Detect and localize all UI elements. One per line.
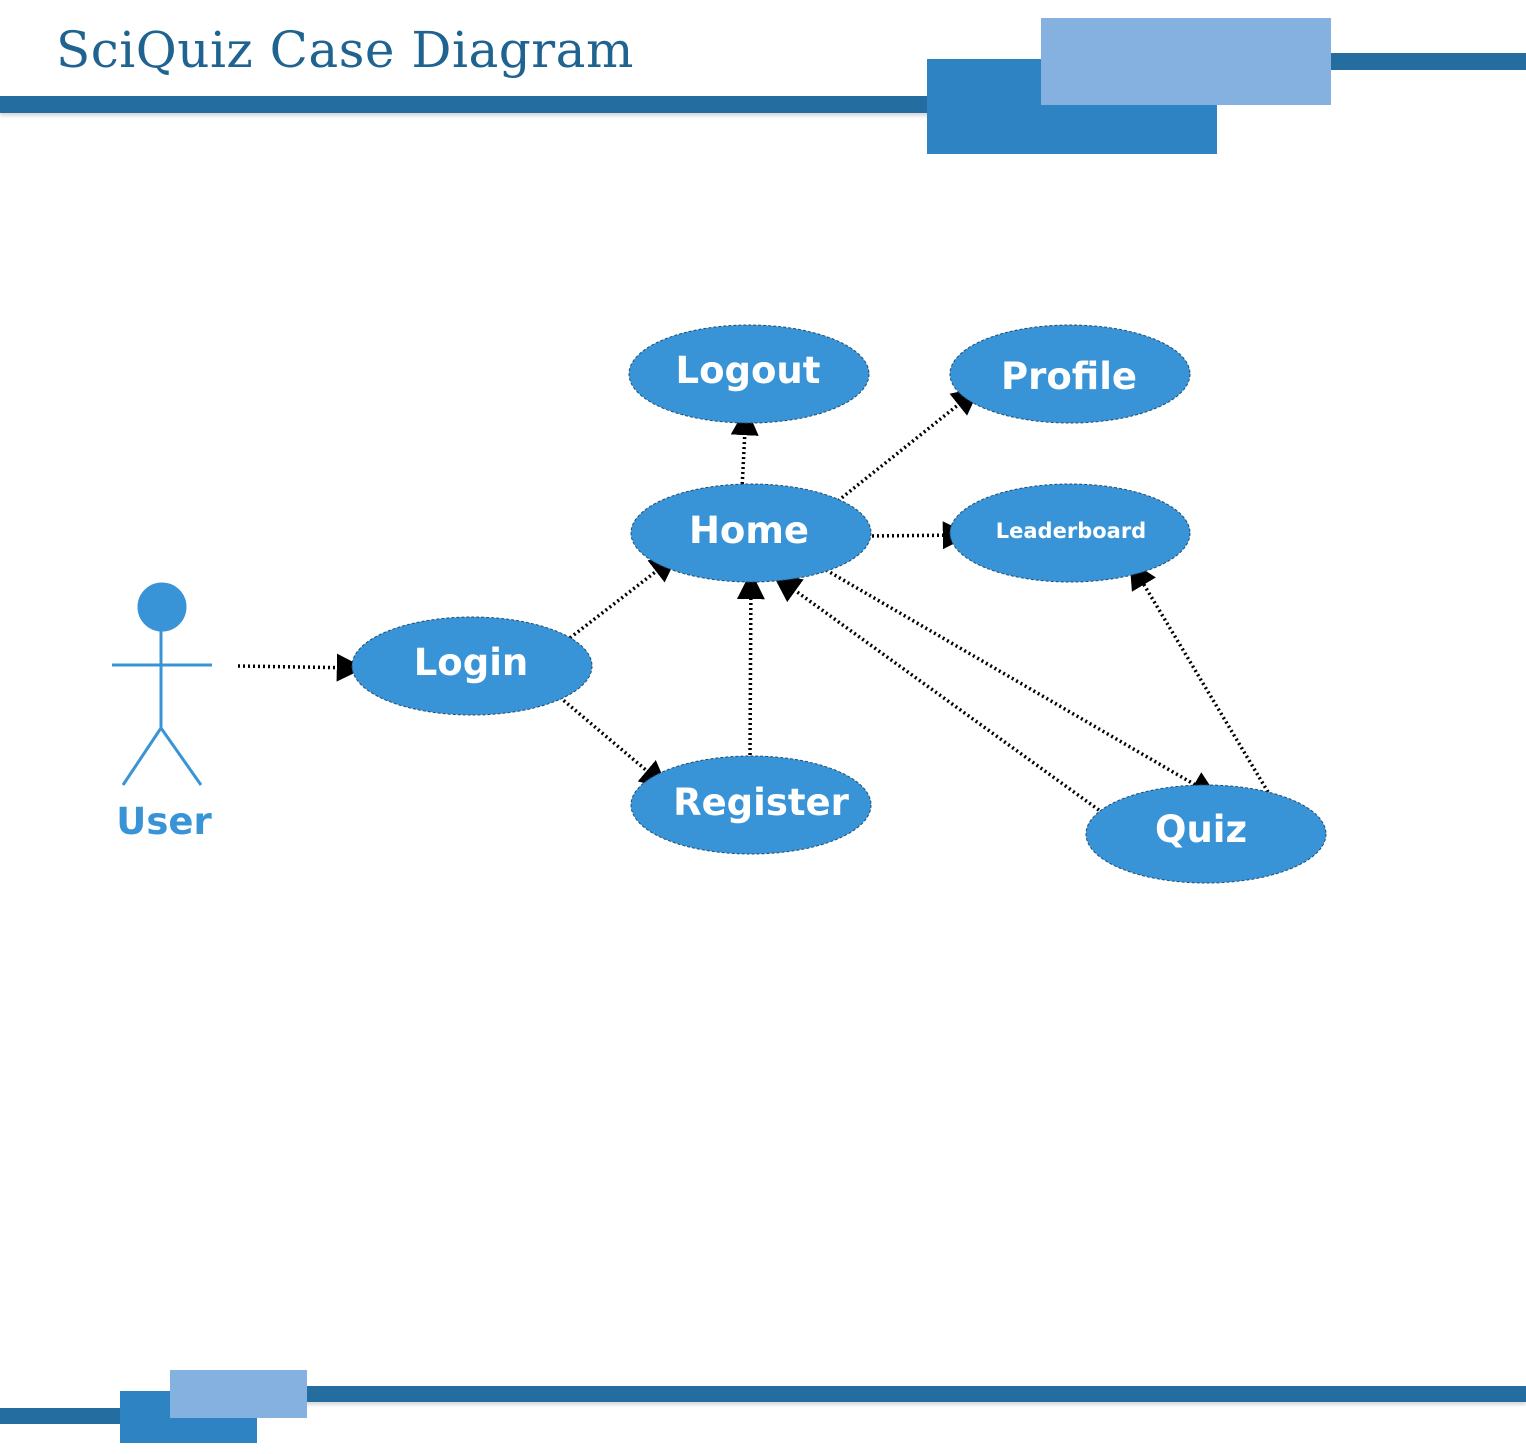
use-case-label: Login (414, 641, 529, 684)
use-case-logout: Logout (628, 324, 870, 424)
stick-figure-icon (112, 582, 212, 786)
use-case-label: Quiz (1155, 808, 1247, 851)
header-bar-left (0, 96, 930, 113)
use-case-profile: Profile (949, 324, 1191, 424)
use-case-label: Profile (1001, 355, 1137, 398)
use-case-register: Register (630, 755, 872, 855)
header-bar-right (1328, 53, 1526, 70)
arrow-login-to-register (554, 692, 669, 789)
header-block-light (1041, 18, 1331, 105)
arrow-user-to-login (237, 653, 365, 682)
use-case-label: Logout (676, 349, 821, 392)
actor-user: User (112, 582, 212, 843)
actor-label: User (116, 800, 212, 843)
connectors (237, 387, 1270, 815)
arrow-register-to-home (736, 571, 765, 761)
arrow-home-to-quiz (825, 568, 1219, 799)
arrow-home-to-profile (832, 387, 981, 506)
use-case-home: Home (630, 483, 872, 583)
footer-bar-right (300, 1386, 1526, 1402)
footer-bar-left (0, 1408, 125, 1424)
arrow-login-to-home (564, 554, 679, 643)
arrow-home-to-leaderboard (866, 521, 971, 550)
use-case-leaderboard: Leaderboard (949, 483, 1191, 583)
footer-block-light (170, 1370, 307, 1418)
page-title: SciQuiz Case Diagram (56, 21, 634, 79)
use-case-login: Login (351, 616, 593, 716)
use-case-label: Home (689, 509, 809, 552)
use-case-quiz: Quiz (1085, 784, 1327, 884)
use-case-label: Register (673, 781, 850, 824)
use-case-label: Leaderboard (996, 519, 1146, 543)
